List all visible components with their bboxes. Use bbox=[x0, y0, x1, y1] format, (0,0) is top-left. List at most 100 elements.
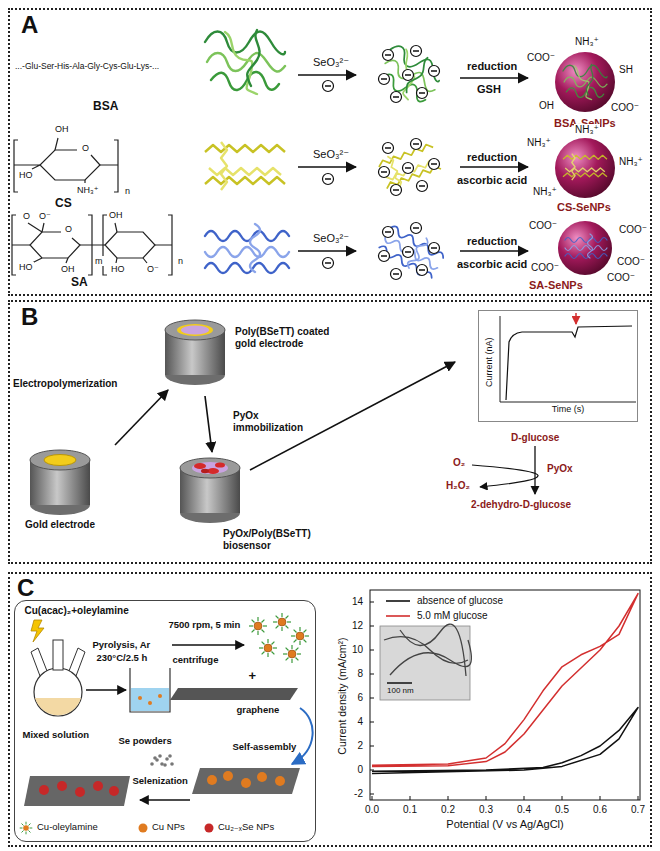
step-label: Selenization bbox=[132, 776, 189, 787]
step-label: 2-dehydro-D-glucose bbox=[470, 499, 572, 511]
step-label: PyOx/Poly(BSeTT) biosensor bbox=[222, 528, 334, 551]
scheme-box: Cu(acac)₂+oleylaminePyrolysis, Ar 230°C/2… bbox=[14, 600, 316, 842]
chem-label: OH bbox=[54, 124, 70, 134]
legend-text: Cu-oleylamine bbox=[36, 822, 99, 833]
chem-label: OH bbox=[538, 100, 555, 112]
axis-tick: 0.6 bbox=[592, 804, 608, 816]
legend-text: Cu₂₋ₓSe NPs bbox=[217, 822, 275, 833]
axis-tick: 10 bbox=[351, 644, 364, 656]
step-label: Mixed solution bbox=[22, 730, 91, 741]
scale-bar-label: 100 nm bbox=[386, 686, 415, 695]
legend-sample bbox=[16, 821, 36, 835]
axis-tick: 0.5 bbox=[554, 804, 570, 816]
chem-label: SeO₃²⁻ bbox=[312, 232, 350, 245]
chem-label: COO⁻ bbox=[610, 102, 640, 114]
axis-tick: 0.2 bbox=[440, 804, 456, 816]
axis-tick: 8 bbox=[356, 668, 364, 680]
chem-label: O⁻ bbox=[146, 264, 160, 274]
axis-tick: 14 bbox=[351, 596, 364, 608]
step-label: D-glucose bbox=[510, 432, 560, 444]
chem-label: SA bbox=[70, 276, 89, 290]
panel-letter: C bbox=[16, 574, 35, 602]
chem-label: GSH bbox=[476, 83, 502, 96]
step-label: Se powders bbox=[118, 736, 173, 747]
chem-label: HO bbox=[18, 262, 34, 272]
step-label: centrifuge bbox=[172, 655, 220, 666]
step-label: PyOx immobilization bbox=[232, 410, 314, 433]
step-label: Self-assembly bbox=[232, 742, 298, 753]
chem-label: NH₃⁺ bbox=[526, 137, 552, 149]
step-label: Pyrolysis, Ar bbox=[92, 640, 152, 651]
chem-label: NH₃⁺ bbox=[532, 186, 558, 198]
axis-tick: 0 bbox=[356, 764, 364, 776]
step-label: Cu(acac)₂+oleylamine bbox=[24, 605, 130, 617]
chem-label: n bbox=[177, 256, 184, 266]
axis-tick: 12 bbox=[351, 620, 364, 632]
legend-sample bbox=[199, 821, 219, 835]
chem-label: COO⁻ bbox=[618, 224, 648, 236]
step-label: Electropolymerization bbox=[12, 378, 118, 390]
chem-label: HO bbox=[18, 170, 34, 180]
axis-tick: 0.4 bbox=[516, 804, 532, 816]
legend-sample bbox=[386, 609, 410, 623]
chem-label: ascorbic acid bbox=[456, 258, 528, 271]
step-label: Poly(BSeTT) coated gold electrode bbox=[234, 326, 346, 349]
step-label: O₂ bbox=[452, 457, 466, 469]
panel-letter: B bbox=[20, 303, 39, 331]
chem-label: reduction bbox=[466, 60, 518, 73]
chem-label: n bbox=[124, 186, 131, 196]
chem-label: NH₃⁺ bbox=[574, 36, 600, 48]
chem-label: O⁻ bbox=[38, 211, 52, 221]
step-label: 7500 rpm, 5 min bbox=[168, 620, 242, 631]
chem-label: O bbox=[81, 143, 90, 153]
chem-label: OH bbox=[108, 210, 124, 220]
chem-label: COO⁻ bbox=[528, 220, 558, 232]
chem-label: SH bbox=[618, 64, 634, 76]
chem-label: SeO₃²⁻ bbox=[312, 56, 350, 69]
chem-label: O bbox=[64, 224, 73, 234]
axis-title: Current density (mA/cm²) bbox=[336, 636, 348, 755]
step-label: + bbox=[248, 669, 258, 684]
axis-tick: 0.7 bbox=[630, 804, 646, 816]
axis-tick: 6 bbox=[356, 692, 364, 704]
legend-text: absence of glucose bbox=[416, 595, 504, 607]
panel-letter: A bbox=[20, 11, 39, 39]
step-label: 230°C/2.5 h bbox=[96, 653, 149, 664]
step-label: H₂O₂ bbox=[445, 480, 471, 492]
chem-label: SA-SeNPs bbox=[528, 279, 584, 292]
axis-tick: 0.3 bbox=[478, 804, 494, 816]
axis-tick: -2 bbox=[353, 788, 364, 800]
axis-title: Time (s) bbox=[551, 404, 586, 414]
chem-label: NH₃⁺ bbox=[574, 124, 600, 136]
step-label: graphene bbox=[236, 705, 281, 716]
axis-tick: 0.0 bbox=[364, 804, 380, 816]
axis-title: Current (nA) bbox=[484, 336, 494, 388]
step-label: PyOx bbox=[546, 463, 574, 475]
chem-label: NH₃⁺ bbox=[76, 185, 99, 195]
chem-label: COO⁻ bbox=[526, 52, 556, 64]
step-label: Gold electrode bbox=[24, 519, 96, 531]
chem-label: ...-Glu-Ser-His-Ala-Gly-Cys-Glu-Lys-... bbox=[14, 62, 160, 72]
legend-sample bbox=[386, 594, 410, 608]
legend-text: Cu NPs bbox=[151, 822, 186, 833]
chem-label: NH₃⁺ bbox=[618, 156, 644, 168]
chem-label: O bbox=[22, 211, 31, 221]
chem-label: CS-SeNPs bbox=[556, 201, 612, 214]
chem-label: COO⁻ bbox=[530, 262, 560, 274]
axis-title: Potential (V vs Ag/AgCl) bbox=[445, 818, 564, 831]
axis-tick: 2 bbox=[356, 740, 364, 752]
chem-label: m bbox=[94, 256, 104, 266]
chem-label: COO⁻ bbox=[616, 256, 646, 268]
chem-label: ascorbic acid bbox=[456, 174, 528, 187]
chem-label: COO⁻ bbox=[606, 272, 636, 284]
legend-sample bbox=[133, 821, 153, 835]
axis-tick: 4 bbox=[356, 716, 364, 728]
plot-inset: Current (nA) Time (s) bbox=[478, 310, 638, 422]
chem-label: BSA bbox=[92, 100, 119, 114]
chem-label: reduction bbox=[466, 151, 518, 164]
chem-label: CS bbox=[54, 197, 73, 211]
chem-label: SeO₃²⁻ bbox=[312, 148, 350, 161]
chem-label: reduction bbox=[466, 235, 518, 248]
